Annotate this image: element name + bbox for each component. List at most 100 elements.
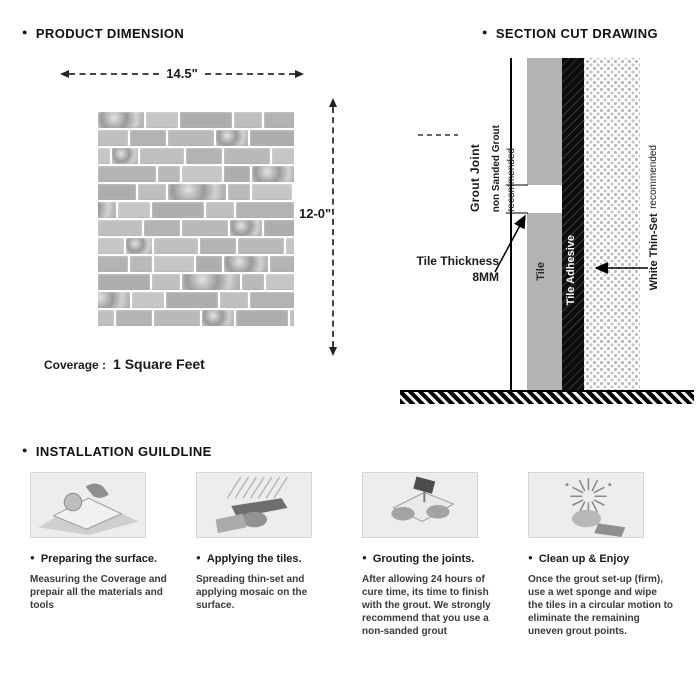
tile-face-line	[510, 58, 512, 390]
mosaic-tile	[144, 220, 180, 236]
mosaic-tile	[234, 112, 262, 128]
mosaic-tile	[132, 292, 164, 308]
mosaic-tile	[152, 274, 180, 290]
step-2-title-row: ● Applying the tiles.	[196, 553, 346, 565]
mosaic-tile	[264, 112, 294, 128]
mosaic-tile	[224, 148, 270, 164]
mosaic-tile	[98, 148, 110, 164]
bullet-icon: ●	[362, 553, 367, 562]
product-dimension-title: PRODUCT DIMENSION	[35, 26, 185, 41]
mosaic-tile	[252, 166, 294, 182]
mosaic-tile	[200, 238, 236, 254]
height-dimension-label: 12-0"	[299, 206, 332, 221]
mosaic-tile	[202, 310, 234, 326]
mosaic-tile	[238, 238, 284, 254]
width-dimension-arrow: 14.5"	[60, 66, 304, 81]
thickness-leader-arrow	[494, 214, 526, 273]
step-preparing: ● Preparing the surface. Measuring the C…	[30, 472, 180, 638]
mosaic-tile	[224, 166, 250, 182]
mosaic-row	[98, 148, 294, 164]
mosaic-tile	[130, 130, 166, 146]
clean-sponge-icon	[565, 478, 626, 537]
installation-steps: ● Preparing the surface. Measuring the C…	[30, 472, 678, 638]
mosaic-tile	[220, 292, 248, 308]
mosaic-tile	[196, 256, 222, 272]
mosaic-row	[98, 130, 294, 146]
mosaic-tile	[206, 202, 234, 218]
mosaic-tile	[266, 274, 294, 290]
arrowhead-left-icon	[60, 69, 69, 78]
mosaic-tile	[228, 184, 250, 200]
mosaic-tile	[290, 310, 294, 326]
dashed-line	[69, 72, 160, 75]
grout-joints-icon	[391, 476, 455, 523]
mosaic-tile	[182, 220, 228, 236]
mosaic-tile	[166, 292, 218, 308]
mosaic-row	[98, 238, 294, 254]
tile-mosaic-image	[98, 112, 294, 328]
step-1-description: Measuring the Coverage and prepair all t…	[30, 574, 167, 611]
mosaic-tile	[98, 256, 128, 272]
mosaic-tile	[154, 310, 200, 326]
bullet-icon: ●	[482, 27, 488, 37]
step-grouting: ● Grouting the joints. After allowing 24…	[362, 472, 512, 638]
mosaic-tile	[154, 256, 194, 272]
bullet-icon: ●	[22, 445, 28, 455]
coverage-line: Coverage : 1 Square Feet	[44, 356, 205, 372]
mosaic-row	[98, 220, 294, 236]
mosaic-tile	[98, 292, 130, 308]
mosaic-tile	[98, 220, 142, 236]
mosaic-tile	[236, 310, 288, 326]
mosaic-row	[98, 112, 294, 128]
mosaic-tile	[152, 202, 204, 218]
arrowhead-up-icon	[329, 98, 337, 107]
mosaic-tile	[98, 130, 128, 146]
mosaic-row	[98, 310, 294, 326]
height-dimension-arrow	[329, 98, 337, 356]
coverage-label: Coverage :	[44, 358, 107, 372]
mosaic-row	[98, 292, 294, 308]
mosaic-tile	[98, 184, 136, 200]
section-cut-title: SECTION CUT DRAWING	[495, 26, 658, 41]
step-4-description: Once the grout set-up (firm), use a wet …	[528, 574, 674, 637]
substrate-floor	[400, 390, 694, 404]
mosaic-tile	[224, 256, 268, 272]
tile-adhesive-layer	[562, 58, 584, 390]
mosaic-tile	[98, 202, 116, 218]
mosaic-tile	[252, 184, 292, 200]
mosaic-tile	[140, 148, 184, 164]
step-1-title-row: ● Preparing the surface.	[30, 553, 180, 565]
mosaic-tile	[236, 202, 294, 218]
step-1-illustration	[30, 472, 146, 538]
step-2-description: Spreading thin-set and applying mosaic o…	[196, 574, 308, 611]
thinset-layer	[584, 58, 640, 390]
thickness-text: Tile Thickness	[416, 254, 499, 268]
mosaic-tile	[230, 220, 262, 236]
mosaic-row	[98, 184, 294, 200]
mosaic-tile	[286, 238, 294, 254]
step-4-title-row: ● Clean up & Enjoy	[528, 553, 678, 565]
bullet-icon: ●	[528, 553, 533, 562]
mosaic-tile	[250, 130, 294, 146]
width-dimension-label: 14.5"	[166, 66, 198, 81]
mosaic-tile	[168, 130, 214, 146]
mosaic-tile	[118, 202, 150, 218]
mosaic-tile	[112, 148, 138, 164]
step-1-title: Preparing the surface.	[40, 553, 157, 565]
step-applying: ● Applying the tiles. Spreading thin-set…	[196, 472, 346, 638]
step-4-title: Clean up & Enjoy	[538, 553, 630, 565]
mosaic-tile	[154, 238, 198, 254]
installation-title: INSTALLATION GUILDLINE	[35, 444, 212, 459]
section-cut-heading: ● SECTION CUT DRAWING	[482, 26, 658, 41]
bullet-icon: ●	[30, 553, 35, 562]
step-3-title: Grouting the joints.	[372, 553, 475, 565]
prepare-surface-icon	[38, 483, 139, 536]
dashed-line	[332, 107, 334, 347]
tile-layer-upper	[527, 58, 562, 185]
step-2-title: Applying the tiles.	[206, 553, 302, 565]
arrowhead-right-icon	[295, 69, 304, 78]
mosaic-tile	[272, 148, 294, 164]
mosaic-tile	[126, 238, 152, 254]
mosaic-tile	[98, 310, 114, 326]
